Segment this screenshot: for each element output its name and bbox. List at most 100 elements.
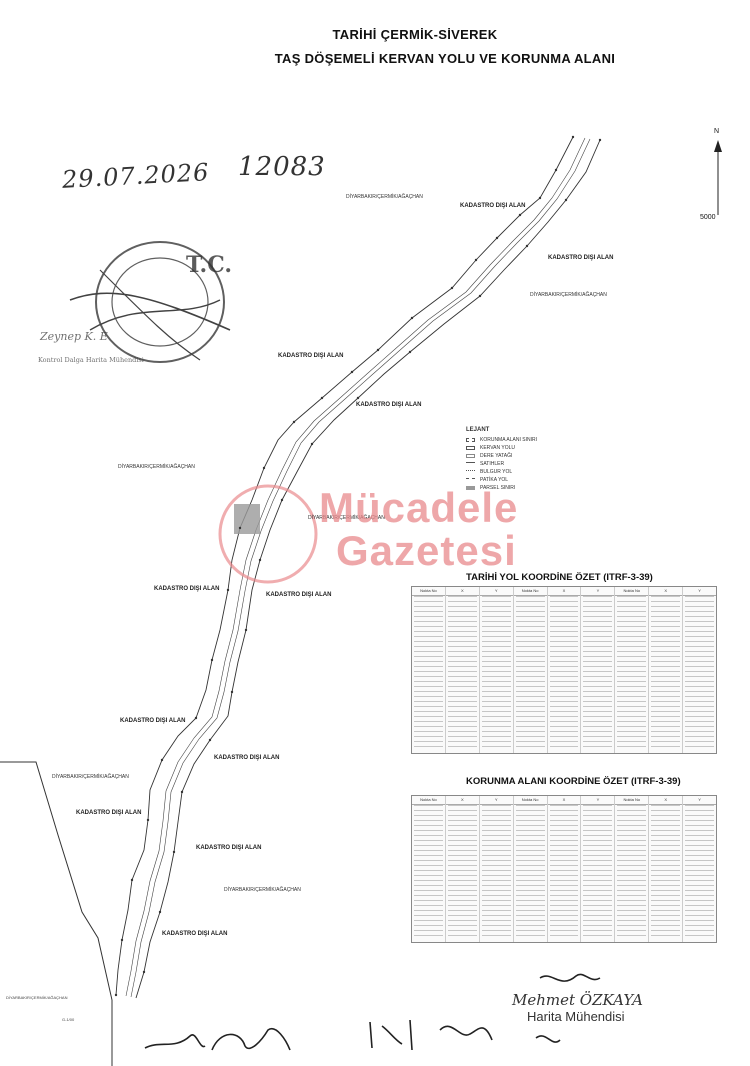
table-cells (617, 805, 647, 940)
table-column-header: Nokta No (513, 587, 547, 596)
table-cells (481, 805, 511, 940)
table-column-header: Nokta No (412, 796, 445, 805)
legend-swatch-icon (466, 478, 475, 482)
protection-table-title: KORUNMA ALANI KOORDİNE ÖZET (ITRF-3-39) (466, 776, 681, 787)
area-label-diyarbakir-6: DİYARBAKIR/ÇERMİK/AĞAÇHAN (224, 887, 301, 893)
table-cells (515, 805, 545, 940)
map-title-line2: TAŞ DÖŞEMELİ KERVAN YOLU VE KORUNMA ALAN… (274, 51, 616, 66)
table-cells (549, 805, 579, 940)
table-column-header: Y (581, 587, 615, 596)
signature-scribbles (144, 973, 601, 1051)
legend-item: KERVAN YOLU (466, 444, 546, 452)
stamp-text-large: T.C. (186, 252, 232, 278)
north-arrow-icon (714, 140, 722, 215)
area-label-kadastro-8: KADASTRO DIŞI ALAN (214, 755, 280, 761)
table-column-header: X (547, 796, 581, 805)
legend-swatch-icon (466, 462, 475, 466)
area-label-diyarbakir-1: DİYARBAKIR/ÇERMİK/AĞAÇHAN (346, 194, 423, 200)
table-column: X (445, 587, 480, 753)
table-column-header: X (649, 796, 683, 805)
legend-swatch-icon (466, 470, 475, 474)
watermark-line2: Gazetesi (336, 527, 517, 574)
table-column: X (547, 796, 582, 942)
table-column: X (547, 587, 582, 753)
table-column: Y (683, 587, 717, 753)
area-label-kadastro-9: KADASTRO DIŞI ALAN (76, 810, 142, 816)
point-markers (114, 135, 602, 997)
table-cells (515, 596, 545, 751)
table-column: Y (581, 796, 616, 942)
caravan-road-line-a (125, 137, 586, 997)
table-column-header: Y (683, 796, 717, 805)
table-cells (414, 805, 443, 940)
table-column: X (649, 796, 684, 942)
area-label-kadastro-6: KADASTRO DIŞI ALAN (266, 592, 332, 598)
table-cells (685, 805, 715, 940)
area-label-kadastro-5: KADASTRO DIŞI ALAN (154, 586, 220, 592)
inset-label: DİYARBAKIR/ÇERMİK/AĞAÇHAN (6, 995, 68, 1000)
legend-item: PARSEL SINIRI (466, 484, 546, 492)
table-column-header: Nokta No (615, 587, 649, 596)
protection-boundary-left (115, 136, 574, 996)
map-gray-block (234, 504, 260, 534)
inset-sub-label: G-1/00 (62, 1017, 75, 1022)
handwritten-number: 12083 (238, 152, 326, 182)
area-label-diyarbakir-3: DİYARBAKIR/ÇERMİK/AĞAÇHAN (118, 464, 195, 470)
legend-swatch-icon (466, 438, 475, 442)
table-cells (447, 805, 477, 940)
table-column-header: Nokta No (412, 587, 445, 596)
table-cells (549, 596, 579, 751)
table-column: Nokta No (513, 796, 548, 942)
legend-swatch-icon (466, 446, 475, 450)
area-label-diyarbakir-5: DİYARBAKIR/ÇERMİK/AĞAÇHAN (52, 774, 129, 780)
table-column: Nokta No (412, 587, 446, 753)
table-column-header: Y (581, 796, 615, 805)
area-label-kadastro-4: KADASTRO DIŞI ALAN (356, 402, 422, 408)
road-table-title: TARİHİ YOL KOORDİNE ÖZET (ITRF-3-39) (466, 572, 653, 583)
stamp-text-role: Kontrol Dalga Harita Mühendisi (38, 356, 144, 364)
table-cells (617, 596, 647, 751)
area-label-diyarbakir-4: DİYARBAKIR/ÇERMİK/AĞAÇHAN (308, 515, 385, 521)
table-column: X (445, 796, 480, 942)
legend-item: PATİKA YOL (466, 476, 546, 484)
table-cells (651, 805, 681, 940)
area-label-kadastro-11: KADASTRO DIŞI ALAN (162, 931, 228, 937)
engineer-title: Harita Mühendisi (527, 1009, 625, 1024)
area-label-kadastro-2: KADASTRO DIŞI ALAN (548, 255, 614, 261)
table-column: Nokta No (615, 587, 650, 753)
table-cells (583, 596, 613, 751)
legend-item: BULGUR YOL (466, 468, 546, 476)
area-label-kadastro-7: KADASTRO DIŞI ALAN (120, 718, 186, 724)
table-column: Y (683, 796, 717, 942)
table-cells (481, 596, 511, 751)
legend-item: DERE YATAĞI (466, 452, 546, 460)
table-column: Nokta No (412, 796, 446, 942)
table-column-header: X (547, 587, 581, 596)
table-column-header: Nokta No (513, 796, 547, 805)
map-legend: LEJANT KORUNMA ALANI SINIRI KERVAN YOLU … (466, 427, 546, 492)
area-label-diyarbakir-2: DİYARBAKIR/ÇERMİK/AĞAÇHAN (530, 292, 607, 298)
table-cells (447, 596, 477, 751)
watermark-logo-ring (218, 484, 318, 584)
protection-boundary-right (135, 139, 601, 999)
table-column-header: Y (479, 587, 513, 596)
table-column-header: X (445, 587, 479, 596)
north-label: N (714, 128, 720, 135)
official-stamp (69, 241, 231, 363)
caravan-road-line-b (130, 138, 591, 998)
table-cells (685, 596, 715, 751)
map-title-line1: TARİHİ ÇERMİK-SİVEREK (332, 27, 498, 42)
scale-label: 5000 (700, 214, 716, 221)
table-column: Y (581, 587, 616, 753)
table-column-header: Y (683, 587, 717, 596)
table-column-header: Nokta No (615, 796, 649, 805)
inset-border (0, 761, 113, 1066)
table-cells (414, 596, 443, 751)
table-column: Y (479, 796, 514, 942)
table-column-header: X (649, 587, 683, 596)
area-label-kadastro-1: KADASTRO DIŞI ALAN (460, 203, 526, 209)
table-column-header: Y (479, 796, 513, 805)
table-column: Nokta No (615, 796, 650, 942)
